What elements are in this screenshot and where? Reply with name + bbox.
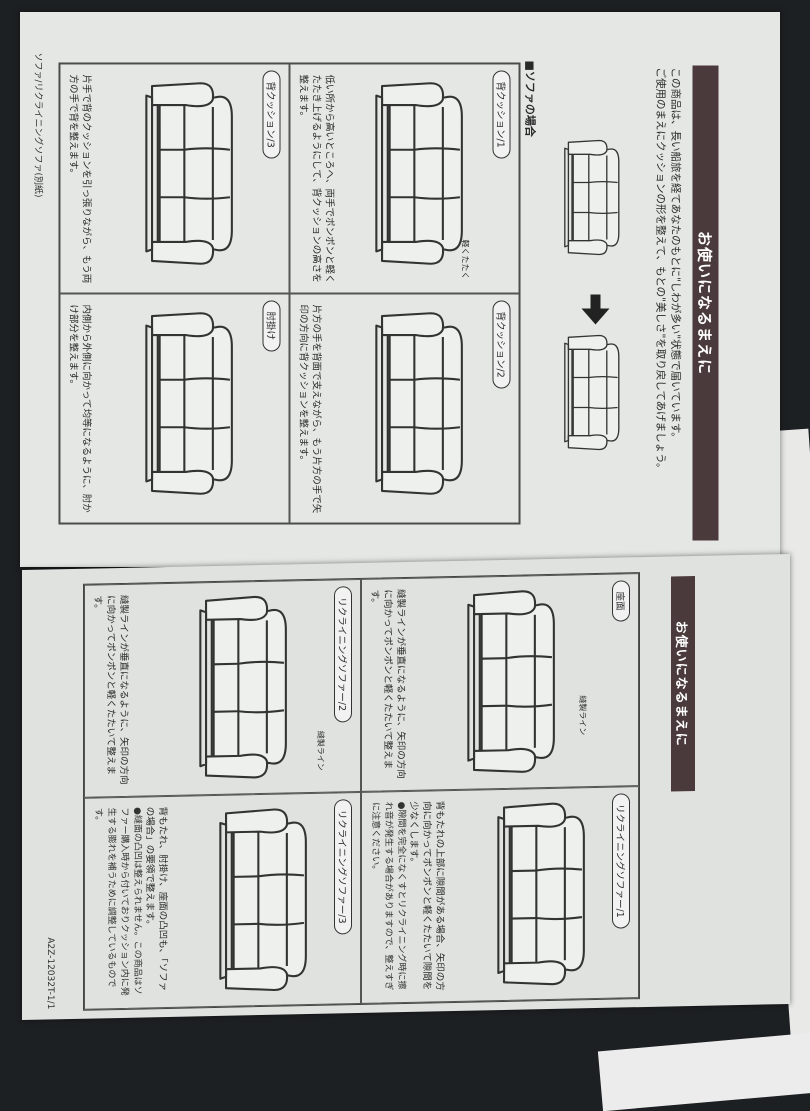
sofa-drawing	[563, 334, 619, 450]
panel-label: リクライニングソファー/2	[334, 586, 353, 723]
sofa-drawing	[497, 802, 585, 985]
panel-text: 縫製ラインが垂直になるように、矢印の方向に向かってポンポンと軽くたたいて整えます…	[369, 588, 407, 779]
sofa-illustration	[191, 591, 301, 783]
sofa-drawing	[144, 81, 233, 265]
intro-text: この商品は、長い船旅を経てあなたのもとに"しわが多い"状態で届いています。 ご使…	[652, 67, 682, 547]
intro-line: この商品は、長い船旅を経てあなたのもとに"しわが多い"状態で届いています。	[669, 67, 681, 443]
panel-recliner-1: リクライニングソファー/1 背もたれの上部に隙間がある場合、矢印の方向に向かって…	[361, 785, 639, 1004]
callout-text: 縫製ライン	[578, 695, 587, 736]
intro-line: ご使用のまえにクッションの形を整えて、もとの"美しさ"を取り戻してあげましょう。	[654, 67, 666, 474]
sofa-illustration	[133, 308, 248, 498]
panel-text-block: 背もたれ、肘掛け、座面の凸凹も、「ソファの場合」の要領で整えます。 ●縫面の凸凹…	[91, 806, 169, 1000]
panel-label: リクライニングソファー/3	[334, 798, 353, 935]
panel-label: 肘掛け	[262, 300, 280, 351]
panel-armrest: 肘掛け 内側から外側に向かって均等になるように、肘かけ部分を整えます。	[59, 293, 289, 523]
panel-grid: 座面 縫製ライン 縫製ラインが垂直になるように、矢印の方向に向かってポンポンと軽…	[83, 572, 640, 1011]
panel-text: 縫製ラインが垂直になるように、矢印の方向に向かってポンポンと軽くたたいて整えます…	[92, 594, 129, 785]
document-label: ソファ/リクライニングソファ(別紙)	[32, 52, 42, 198]
panel-text: 片手で背のクッションを引っ張りながら、もう両方の手で背を整えます。	[67, 74, 91, 283]
panel-text: 片方の手を背面で支えながら、もう片方の手で矢印の方向に背クッションを整えます。	[297, 304, 321, 513]
panel-label: 座面	[612, 580, 630, 622]
panel-label: 背クッション/1	[492, 70, 510, 159]
callout-text: 軽くたたく	[460, 239, 469, 279]
panel-back-cushion-2: 背クッション/2 片方の手を背面で支えながら、もう片方の手で矢印の方向に背クッシ…	[289, 293, 519, 523]
panel-text-block: 背もたれの上部に隙間がある場合、矢印の方向に向かってポンポンと軽くたたいて隙間を…	[369, 801, 447, 995]
sofa-after-illustration	[545, 332, 640, 452]
panel-label: 背クッション/3	[262, 70, 280, 159]
sofa-illustration	[488, 797, 598, 989]
sofa-drawing	[563, 139, 619, 255]
sofa-illustration	[363, 308, 478, 498]
sofa-drawing	[374, 81, 463, 265]
sofa-before-illustration	[545, 137, 640, 257]
section-heading: ■ソファの場合	[523, 60, 536, 137]
sofa-drawing	[199, 595, 288, 779]
sofa-drawing	[374, 311, 463, 495]
panel-text: 背もたれの上部に隙間がある場合、矢印の方向に向かってポンポンと軽くたたいて隙間を…	[408, 800, 446, 991]
sofa-illustration	[211, 803, 321, 995]
panel-back-cushion-1: 背クッション/1 軽くたたく 低い所から高いところへ、両手でポンポンと軽くたたき…	[289, 63, 519, 293]
title-bar: お使いになるまえに	[671, 575, 695, 792]
title-bar: お使いになるまえに	[692, 65, 718, 540]
panel-text: 背もたれ、肘掛け、座面の凸凹も、「ソファの場合」の要領で整えます。	[144, 806, 168, 992]
panel-seat: 座面 縫製ライン 縫製ラインが垂直になるように、矢印の方向に向かってポンポンと軽…	[361, 573, 639, 792]
sofa-illustration	[458, 586, 568, 778]
sofa-drawing	[219, 807, 308, 991]
panel-grid: 背クッション/1 軽くたたく 低い所から高いところへ、両手でポンポンと軽くたたき…	[58, 62, 520, 524]
panel-text: 内側から外側に向かって均等になるように、肘かけ部分を整えます。	[67, 304, 91, 513]
panel-recliner-3: リクライニングソファー/3 背もたれ、肘掛け、座面の凸凹も、「ソファの場合」の要…	[84, 791, 362, 1010]
panel-label: リクライニングソファー/1	[612, 792, 630, 929]
document-code: A2Z-12032T-1/1	[45, 937, 55, 1010]
panel-note: ●縫面の凸凹は整えられません。この商品はソファー購入時から付いておりクッション内…	[93, 807, 142, 996]
sofa-drawing	[144, 311, 233, 495]
sofa-drawing	[467, 590, 555, 773]
sofa-illustration	[133, 78, 248, 268]
panel-note: ●隙間を完全になくすとリクライニング時に擦れ音が発生する場合がありますので、整え…	[370, 801, 407, 991]
background-paper-corner	[597, 1028, 810, 1111]
panel-label: 背クッション/2	[492, 300, 510, 389]
panel-back-cushion-3: 背クッション/3 片手で背のクッションを引っ張りながら、もう両方の手で背を整えま…	[59, 63, 289, 293]
callout-text: 縫製ライン	[316, 730, 326, 771]
instruction-sheet-sofa: お使いになるまえに この商品は、長い船旅を経てあなたのもとに"しわが多い"状態で…	[20, 12, 780, 567]
panel-text: 低い所から高いところへ、両手でポンポンと軽くたたき上げるようにして、背クッション…	[297, 74, 334, 284]
panel-recliner-2: リクライニングソファー/2 縫製ライン 縫製ラインが垂直になるように、矢印の方向…	[84, 578, 362, 798]
sofa-illustration	[363, 78, 478, 268]
instruction-sheet-recliner: お使いになるまえに 座面 縫製ライン 縫製ラインが垂直になるように、矢印の方向に…	[22, 553, 790, 1021]
